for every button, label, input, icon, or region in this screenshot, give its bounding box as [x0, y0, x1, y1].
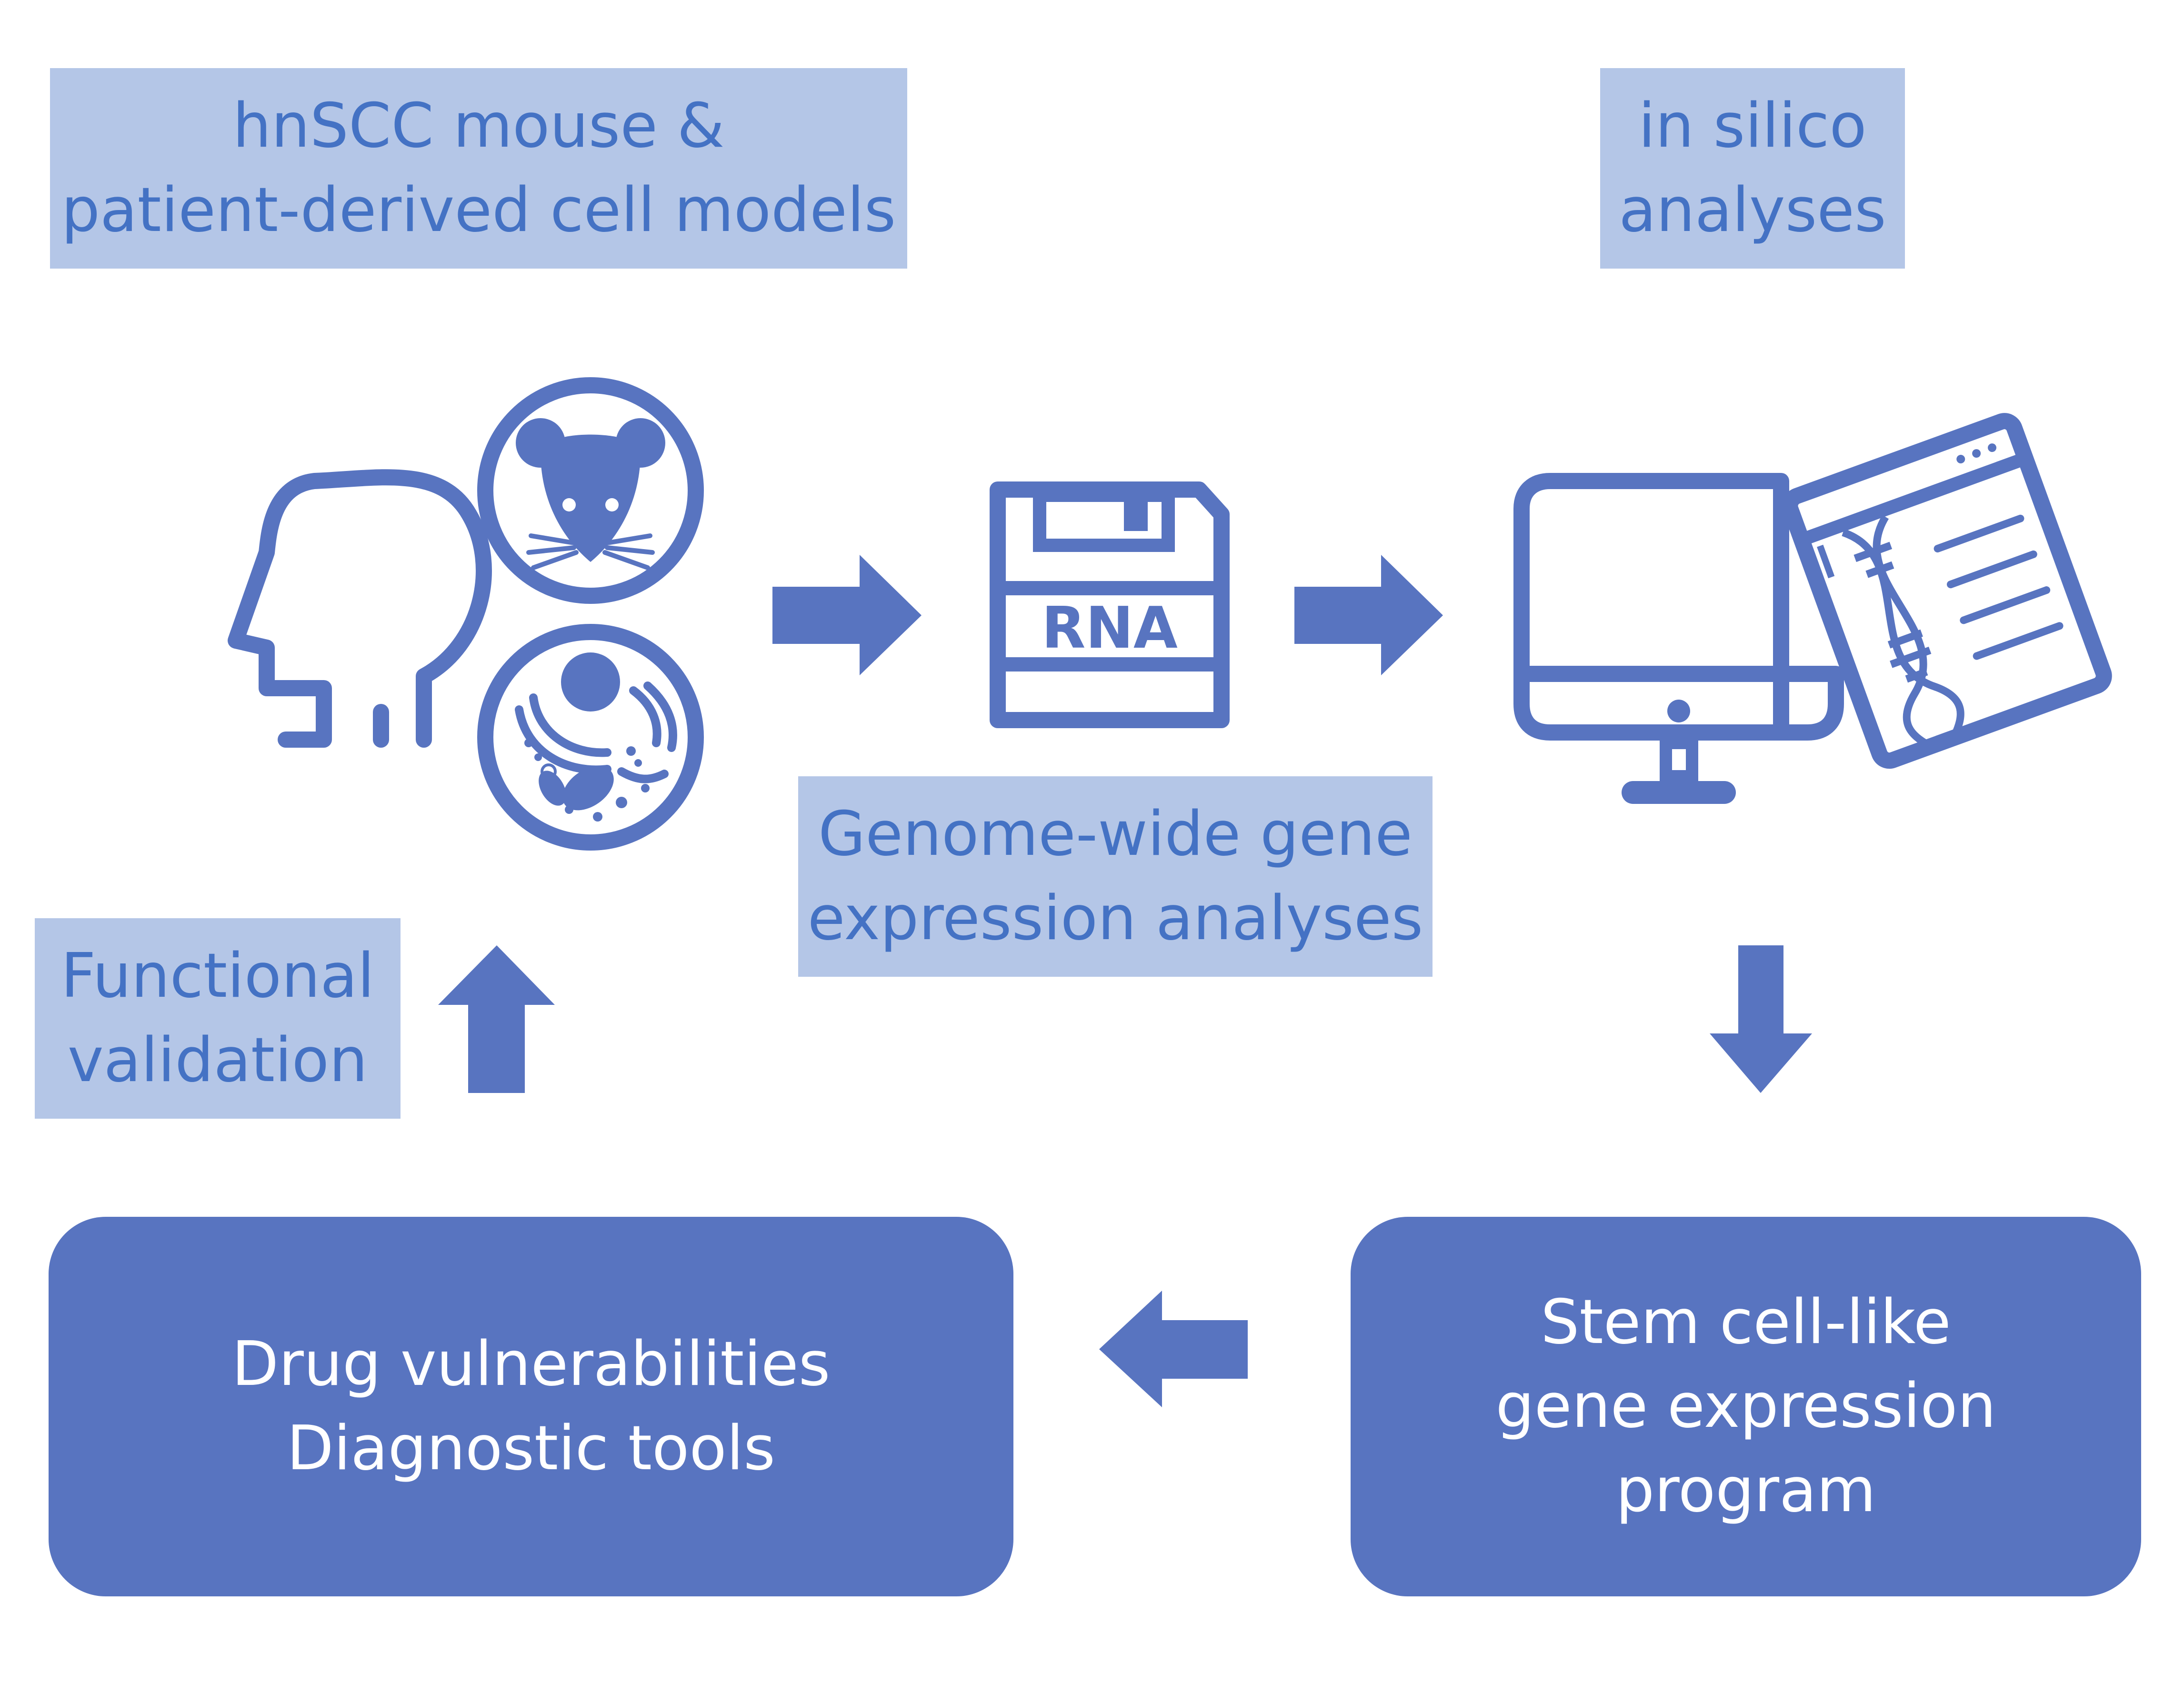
stem-result-box: Stem cell-like gene expression program	[1351, 1217, 2141, 1596]
genome-label-line2: expression analyses	[807, 882, 1423, 954]
human-head-icon	[228, 469, 492, 748]
validation-label-box: Functional validation	[35, 918, 401, 1119]
models-label-box: hnSCC mouse & patient-derived cell model…	[50, 68, 907, 269]
validation-label-line2: validation	[67, 1024, 368, 1096]
stem-result-line3: program	[1615, 1454, 1876, 1526]
models-label-line2: patient-derived cell models	[61, 174, 896, 246]
silico-label-box: in silico analyses	[1600, 68, 1905, 269]
rna-disk-label: RNA	[1042, 595, 1178, 662]
stem-result-line1: Stem cell-like	[1541, 1286, 1951, 1358]
models-label-line1: hnSCC mouse &	[232, 90, 725, 161]
silico-label-line2: analyses	[1619, 174, 1886, 246]
cell-icon	[477, 624, 704, 851]
drug-result-line1: Drug vulnerabilities	[231, 1328, 831, 1400]
arrow-left	[1099, 1291, 1248, 1407]
dna-document-icon	[1782, 413, 2112, 769]
drug-result-line2: Diagnostic tools	[287, 1413, 775, 1484]
rna-floppy-disk-icon: RNA	[990, 481, 1230, 728]
arrow-right-2	[1294, 555, 1443, 675]
silico-label-line1: in silico	[1638, 90, 1867, 161]
mouse-icon	[477, 377, 704, 604]
stem-result-line2: gene expression	[1495, 1371, 1996, 1442]
computer-monitor-icon	[1513, 473, 1844, 804]
validation-label-line1: Functional	[60, 940, 375, 1012]
genome-label-box: Genome-wide gene expression analyses	[798, 776, 1433, 977]
genome-label-line1: Genome-wide gene	[818, 798, 1413, 870]
drug-result-box: Drug vulnerabilities Diagnostic tools	[49, 1217, 1013, 1596]
arrow-up	[438, 945, 555, 1093]
arrow-down	[1710, 945, 1812, 1093]
arrow-right-1	[772, 555, 922, 675]
